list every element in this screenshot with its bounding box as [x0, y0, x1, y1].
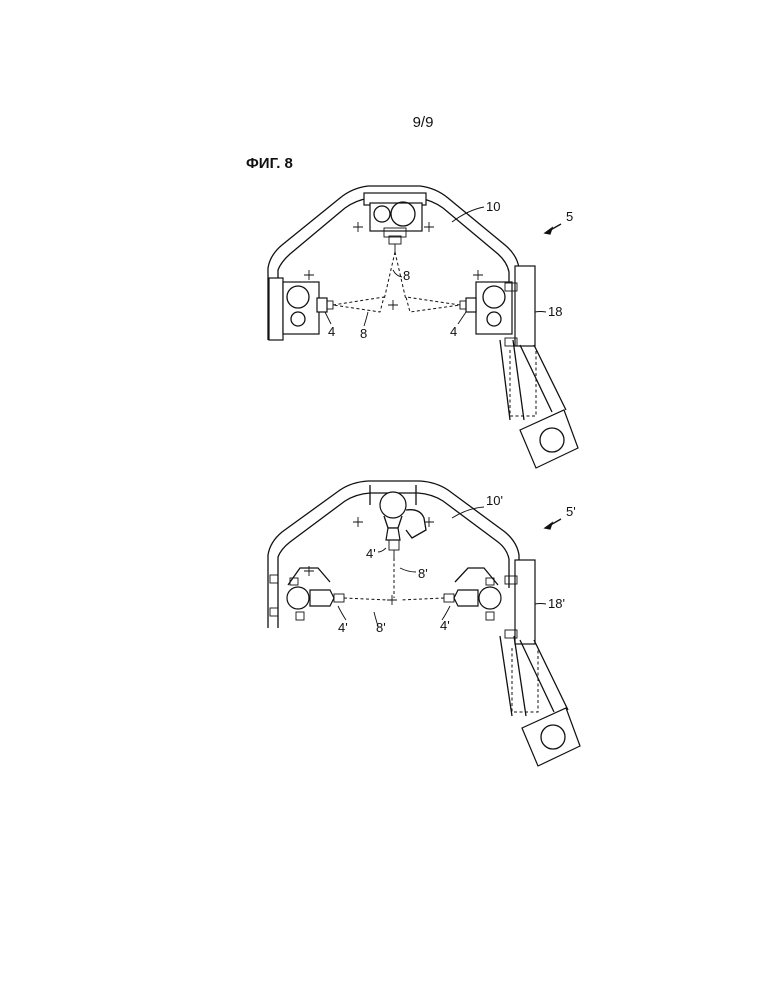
lower-right-block: [444, 568, 501, 620]
label-assembly-5: 5: [566, 209, 573, 224]
label-frame-10: 10: [486, 199, 500, 214]
label-sensor-4-left-prime: 4': [338, 620, 348, 635]
label-mount-18: 18: [548, 304, 562, 319]
label-sensor-4-left: 4: [328, 324, 335, 339]
lower-top-clamp: [370, 485, 426, 558]
label-beam-8-top: 8: [403, 268, 410, 283]
upper-right-block: [460, 282, 512, 334]
upper-crosses: [304, 222, 483, 310]
upper-view: 10 5 8 8 4 4 18: [268, 186, 578, 468]
upper-top-clamp: [364, 193, 426, 252]
upper-beams: [333, 252, 460, 312]
label-mount-18-prime: 18': [548, 596, 565, 611]
label-beam-8-bottom: 8: [360, 326, 367, 341]
label-sensor-4-right: 4: [450, 324, 457, 339]
label-beam-8-top-prime: 8': [418, 566, 428, 581]
lower-view: 10' 5' 4' 8' 8' 4' 4' 18': [268, 481, 580, 766]
label-assembly-5-prime: 5': [566, 504, 576, 519]
lower-left-block: [287, 568, 344, 620]
label-beam-8-bottom-prime: 8': [376, 620, 386, 635]
lower-mount-arm: [500, 560, 580, 766]
label-sensor-4-right-prime: 4': [440, 618, 450, 633]
lower-beams: [344, 558, 444, 600]
label-frame-10-prime: 10': [486, 493, 503, 508]
label-sensor-4-top-prime: 4': [366, 546, 376, 561]
upper-left-block: [269, 278, 333, 340]
